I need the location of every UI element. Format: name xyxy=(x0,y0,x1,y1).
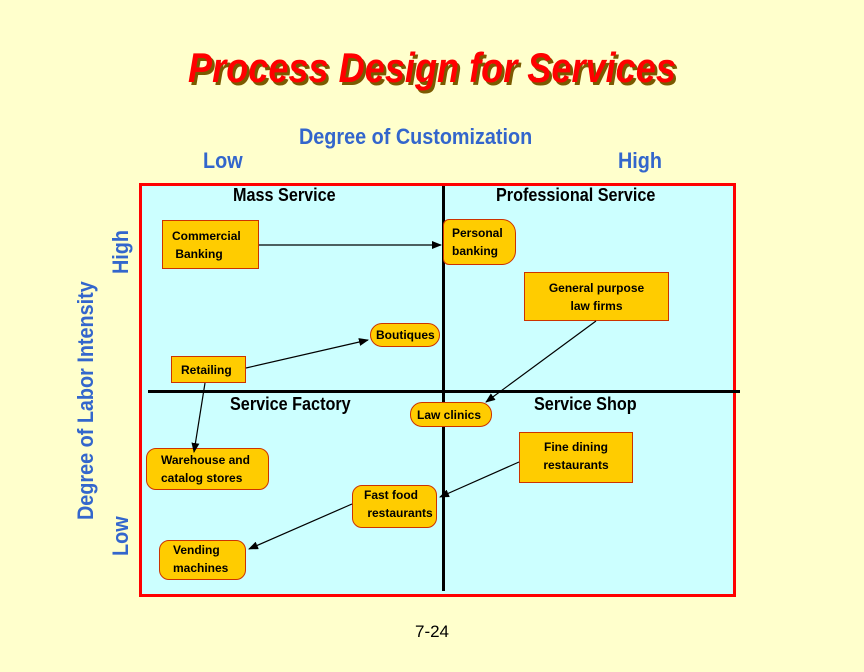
box-law-clinics: Law clinics xyxy=(410,402,492,427)
quadrant-mass-service: Mass Service xyxy=(233,185,336,205)
page-title: Process Design for Services xyxy=(188,44,676,91)
box-vending-machines: Vending machines xyxy=(159,540,246,580)
quadrant-service-shop: Service Shop xyxy=(534,394,637,414)
box-commercial-banking: Commercial Banking xyxy=(162,220,259,269)
x-axis-high-label: High xyxy=(618,148,663,173)
arrow-law-firms-to-law-clinics xyxy=(485,320,597,403)
arrow-fine-dining-to-fast-food xyxy=(439,461,520,498)
arrow-retailing-to-warehouse xyxy=(191,382,206,453)
quadrant-professional-service: Professional Service xyxy=(496,185,656,205)
box-boutiques: Boutiques xyxy=(370,323,440,347)
box-general-purpose-law-firms: General purpose law firms xyxy=(524,272,669,321)
box-personal-banking: Personal banking xyxy=(443,219,516,265)
box-retailing: Retailing xyxy=(171,356,246,383)
x-axis-low-label: Low xyxy=(203,148,243,173)
quadrant-service-factory: Service Factory xyxy=(230,394,351,414)
box-warehouse-catalog-stores: Warehouse and catalog stores xyxy=(146,448,269,490)
vertical-divider xyxy=(442,186,445,591)
arrow-retailing-to-boutiques xyxy=(245,338,369,369)
horizontal-divider xyxy=(148,390,740,393)
box-fast-food-restaurants: Fast food restaurants xyxy=(352,485,437,528)
box-fine-dining-restaurants: Fine dining restaurants xyxy=(519,432,633,483)
x-axis-title: Degree of Customization xyxy=(299,124,533,149)
arrow-fast-food-to-vending xyxy=(248,503,353,550)
slide-number: 7-24 xyxy=(414,622,450,641)
